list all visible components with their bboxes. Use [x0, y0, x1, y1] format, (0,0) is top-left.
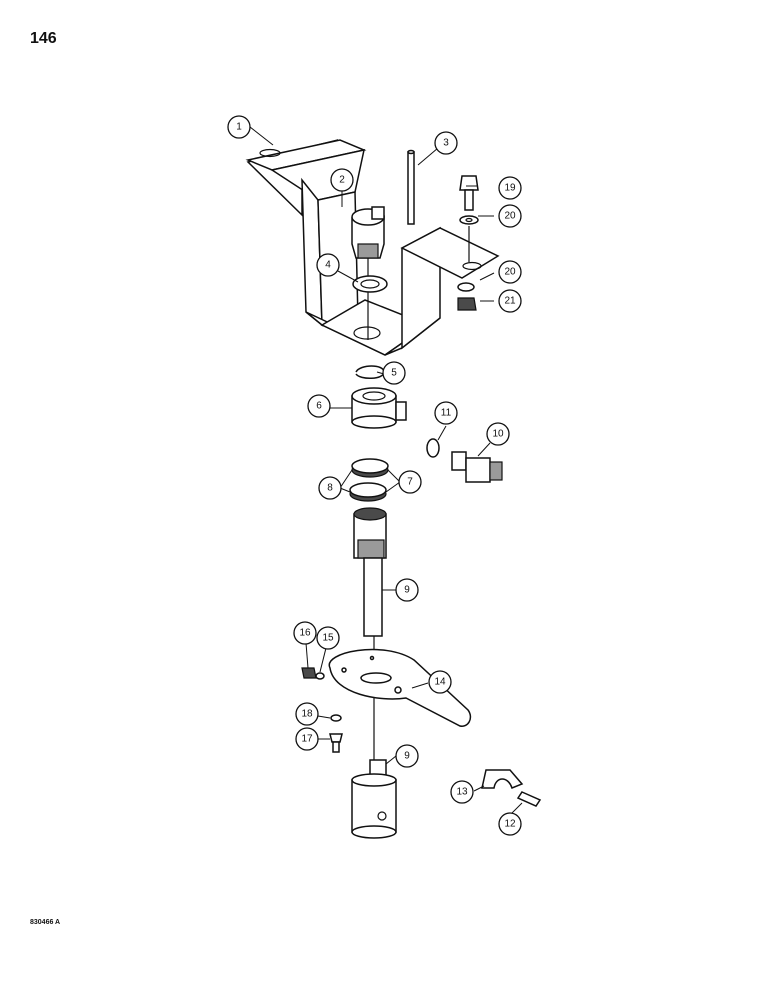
valve-fitting — [351, 206, 385, 340]
lower-shaft — [351, 759, 397, 839]
svg-text:15: 15 — [322, 633, 334, 644]
callout-2: 2 — [330, 168, 354, 192]
elbow-fitting — [451, 451, 503, 483]
svg-text:6: 6 — [316, 401, 322, 412]
svg-text:20: 20 — [504, 211, 516, 222]
leader-lines — [249, 126, 523, 816]
svg-text:11: 11 — [441, 408, 452, 419]
svg-text:17: 17 — [301, 734, 313, 745]
callout-20b: 20 — [498, 260, 522, 284]
screw-assembly — [329, 714, 343, 753]
small-hardware-upper — [301, 667, 325, 680]
callout-15: 15 — [316, 626, 340, 650]
upper-shaft — [353, 507, 387, 760]
housing — [351, 387, 407, 429]
callout-19: 19 — [498, 176, 522, 200]
callout-14: 14 — [428, 670, 452, 694]
bracket — [245, 139, 500, 356]
svg-text:10: 10 — [492, 429, 504, 440]
svg-text:9: 9 — [404, 751, 410, 762]
callout-4: 4 — [316, 253, 340, 277]
svg-text:4: 4 — [325, 260, 331, 271]
callout-13: 13 — [450, 780, 474, 804]
callout-20a: 20 — [498, 204, 522, 228]
callout-16: 16 — [293, 621, 317, 645]
figure-code: 830466 A — [30, 919, 61, 926]
callout-1: 1 — [227, 115, 251, 139]
svg-text:20: 20 — [504, 267, 516, 278]
svg-text:9: 9 — [404, 585, 410, 596]
washer — [352, 275, 388, 293]
screw — [516, 791, 542, 807]
clip — [481, 769, 524, 789]
bolt-assembly — [457, 175, 479, 311]
svg-text:18: 18 — [301, 709, 313, 720]
seals — [349, 458, 389, 502]
svg-text:13: 13 — [456, 787, 468, 798]
svg-text:16: 16 — [299, 628, 311, 639]
callout-9-lower: 9 — [395, 744, 419, 768]
callout-12: 12 — [498, 812, 522, 836]
callout-8: 8 — [318, 476, 342, 500]
svg-text:2: 2 — [339, 175, 345, 186]
callout-17: 17 — [295, 727, 319, 751]
svg-text:12: 12 — [504, 819, 516, 830]
o-ring — [426, 438, 440, 458]
callout-9-upper: 9 — [395, 578, 419, 602]
svg-text:14: 14 — [434, 677, 446, 688]
callout-5: 5 — [382, 361, 406, 385]
pin — [407, 149, 415, 225]
svg-text:3: 3 — [443, 138, 449, 149]
svg-text:21: 21 — [504, 296, 516, 307]
page-number: 146 — [30, 30, 57, 47]
callout-10: 10 — [486, 422, 510, 446]
svg-text:7: 7 — [407, 477, 413, 488]
callout-11: 11 — [434, 401, 458, 425]
callout-21: 21 — [498, 289, 522, 313]
svg-text:8: 8 — [327, 483, 333, 494]
retaining-ring — [355, 365, 385, 379]
callout-3: 3 — [434, 131, 458, 155]
lever-plate — [328, 648, 472, 727]
svg-text:5: 5 — [391, 368, 397, 379]
callout-18: 18 — [295, 702, 319, 726]
callout-7: 7 — [398, 470, 422, 494]
callout-6: 6 — [307, 394, 331, 418]
svg-text:1: 1 — [236, 122, 242, 133]
svg-text:19: 19 — [504, 183, 516, 194]
